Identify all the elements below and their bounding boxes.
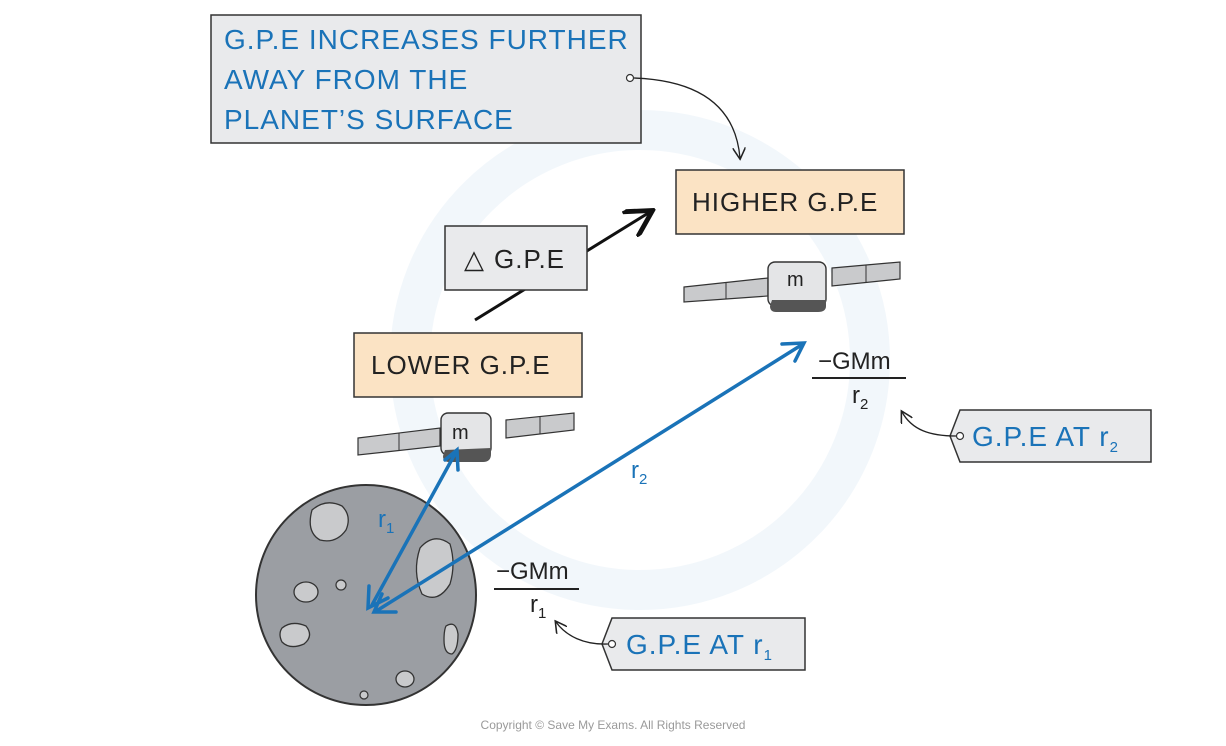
lower-satellite-icon: m [357, 412, 575, 462]
formula-r1: −GMm r1 [494, 558, 579, 622]
upper-satellite-icon: m [683, 261, 901, 312]
lower-gpe-box: LOWER G.P.E [353, 332, 583, 398]
higher-gpe-label: HIGHER G.P.E [692, 187, 878, 217]
lower-gpe-label: LOWER G.P.E [371, 350, 551, 380]
formula-r2-denominator: r2 [852, 382, 868, 413]
tag-gpe-at-r2: G.P.E AT r2 [949, 409, 1152, 463]
tag-r1-label: G.P.E AT r1 [626, 629, 773, 664]
tag-gpe-at-r1: G.P.E AT r1 [601, 617, 806, 671]
tag-r2-arrow [902, 412, 957, 437]
tag-r2-label: G.P.E AT r2 [972, 421, 1119, 456]
r1-label: r1 [378, 506, 394, 537]
planet-icon [255, 484, 477, 706]
delta-icon: △ [464, 244, 485, 274]
formula-r2-numerator: −GMm [818, 348, 891, 375]
upper-satellite-mass: m [787, 269, 804, 291]
delta-gpe-label: G.P.E [494, 244, 565, 274]
lower-satellite-mass: m [452, 422, 469, 444]
r2-label: r2 [631, 457, 647, 488]
radius-r1-arrow [366, 446, 460, 611]
higher-gpe-box: HIGHER G.P.E [675, 169, 905, 235]
formula-r1-numerator: −GMm [496, 558, 569, 585]
note-arrow [633, 77, 740, 158]
formula-r2: −GMm r2 [812, 348, 906, 413]
note-line-2: AWAY FROM THE [224, 64, 468, 95]
note-pin-icon [625, 73, 635, 83]
radius-r2-arrow [371, 341, 807, 614]
copyright-text: Copyright © Save My Exams. All Rights Re… [481, 718, 746, 732]
note-line-3: PLANET’S SURFACE [224, 104, 514, 135]
note-box: G.P.E INCREASES FURTHER AWAY FROM THE PL… [210, 14, 642, 144]
note-line-1: G.P.E INCREASES FURTHER [224, 24, 629, 55]
tag-r1-arrow [556, 622, 609, 645]
formula-r1-denominator: r1 [530, 591, 546, 622]
delta-gpe-box: △ G.P.E [444, 225, 588, 291]
